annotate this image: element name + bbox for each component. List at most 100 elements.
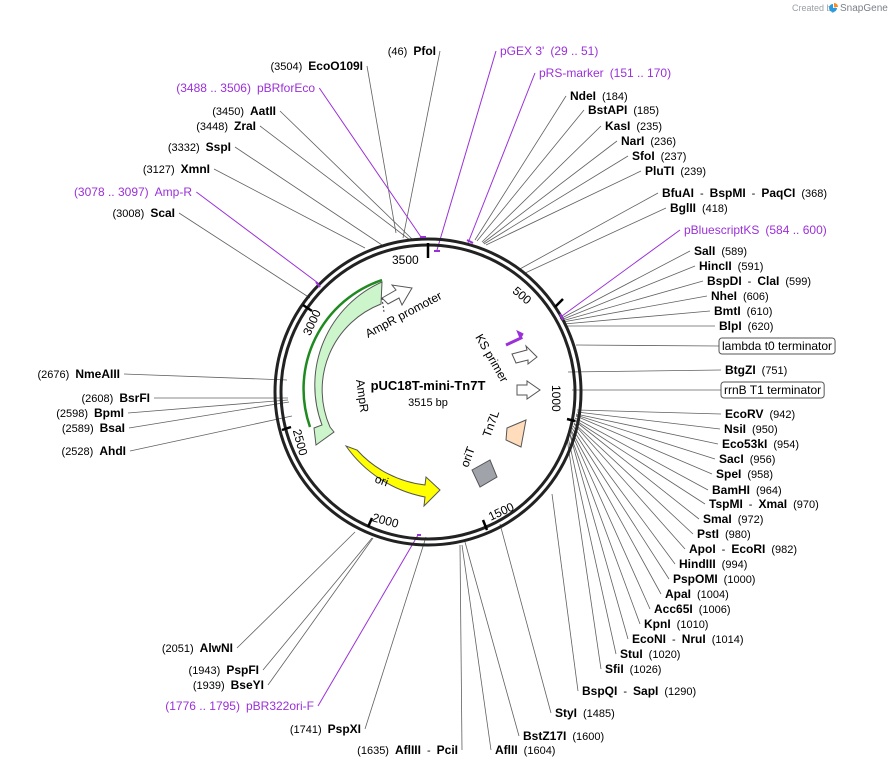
ori-arrow bbox=[344, 444, 441, 508]
leader-line bbox=[560, 265, 696, 321]
site-label: (3450)AatII bbox=[212, 104, 276, 118]
primer-name: pBluescriptKS bbox=[684, 223, 759, 237]
leader-line bbox=[467, 72, 536, 244]
enzyme-name: SacI bbox=[719, 452, 744, 466]
ampr-arrow bbox=[313, 281, 383, 446]
site-label: SalI(589) bbox=[694, 244, 747, 258]
leader-line bbox=[575, 413, 719, 445]
site-position: (2598) bbox=[56, 408, 88, 420]
leader-line bbox=[317, 534, 419, 707]
site-label: (3488 .. 3506)pBRforEco bbox=[176, 81, 315, 95]
site-label: BstZ17I(1600) bbox=[523, 729, 604, 743]
enzyme-name: KpnI bbox=[644, 617, 671, 631]
site-label: EcoNI-NruI(1014) bbox=[632, 632, 743, 646]
site-position: (982) bbox=[771, 544, 797, 556]
leader-line bbox=[575, 415, 713, 475]
site-label: NarI(236) bbox=[621, 134, 676, 148]
site-label: rrnB T1 terminator bbox=[724, 383, 821, 397]
site-position: (958) bbox=[747, 469, 773, 481]
site-label: SpeI (958) bbox=[716, 467, 773, 481]
site-position: (970) bbox=[793, 499, 819, 511]
enzyme-name: EcoO109I bbox=[308, 59, 363, 73]
site-position: (589) bbox=[721, 246, 747, 258]
leader-line bbox=[522, 207, 667, 275]
leader-line bbox=[318, 87, 422, 238]
leader-line bbox=[576, 411, 721, 430]
enzyme-name: ScaI bbox=[150, 206, 175, 220]
site-position: (2676) bbox=[38, 369, 70, 381]
lambda-t0-arrow bbox=[511, 344, 538, 366]
leader-line bbox=[574, 419, 706, 505]
leader-line bbox=[482, 140, 618, 244]
prs-marker-mark bbox=[466, 239, 474, 244]
site-label: pBluescriptKS(584 .. 600) bbox=[684, 223, 827, 237]
site-label: (3448)ZraI bbox=[196, 119, 256, 133]
enzyme-name: Eco53kI bbox=[722, 437, 767, 451]
enzyme-name: BsaI bbox=[100, 421, 125, 435]
leader-line bbox=[128, 401, 290, 429]
site-position: (236) bbox=[650, 136, 676, 148]
enzyme-name: EcoRV bbox=[725, 407, 763, 421]
site-position: - bbox=[700, 188, 704, 200]
site-position: (2589) bbox=[62, 423, 94, 435]
site-label: (1939)BseYI bbox=[193, 678, 264, 692]
site-label: BspQI-SapI(1290) bbox=[582, 684, 696, 698]
site-label: SfiI(1026) bbox=[605, 662, 661, 676]
leader-line bbox=[259, 125, 411, 241]
site-position: (2051) bbox=[162, 643, 194, 655]
credit-prefix: Created by bbox=[792, 3, 837, 13]
site-position: (1000) bbox=[724, 574, 756, 586]
leader-line bbox=[561, 280, 704, 322]
site-label: ApaI(1004) bbox=[665, 587, 729, 601]
site-label: StyI(1485) bbox=[555, 706, 615, 720]
enzyme-name: EcoNI bbox=[632, 632, 666, 646]
site-position: (942) bbox=[769, 409, 795, 421]
site-label: Acc65I(1006) bbox=[654, 602, 731, 616]
site-label: (2598)BpmI bbox=[56, 406, 124, 420]
site-position: (606) bbox=[743, 291, 769, 303]
site-label: (2528)AhdI bbox=[62, 444, 126, 458]
enzyme-name: NheI bbox=[711, 289, 737, 303]
leader-line bbox=[566, 437, 602, 670]
site-position: (1635) bbox=[357, 745, 389, 757]
enzyme-name: XmnI bbox=[181, 162, 210, 176]
site-label: BtgZI(751) bbox=[725, 363, 787, 377]
site-label: lambda t0 terminator bbox=[722, 339, 832, 353]
site-position: (46) bbox=[388, 46, 408, 58]
site-position: - bbox=[749, 499, 753, 511]
site-position: (1943) bbox=[189, 665, 221, 677]
terminator-box bbox=[720, 381, 825, 399]
enzyme-name: StyI bbox=[555, 706, 577, 720]
enzyme-name: SpeI bbox=[716, 467, 741, 481]
site-label: SacI(956) bbox=[719, 452, 775, 466]
terminator-name: rrnB T1 terminator bbox=[724, 383, 821, 397]
leader-lines bbox=[123, 50, 722, 751]
ori-label: ori bbox=[373, 472, 390, 490]
site-label: (3008)ScaI bbox=[113, 206, 175, 220]
enzyme-name: NdeI bbox=[570, 89, 596, 103]
enzyme-name: ZraI bbox=[234, 119, 256, 133]
tick-marks bbox=[281, 243, 576, 531]
leader-line bbox=[574, 420, 700, 520]
tick-1500 bbox=[481, 519, 489, 531]
leader-line bbox=[567, 436, 617, 655]
leader-line bbox=[572, 425, 676, 565]
site-label: BlpI(620) bbox=[719, 319, 773, 333]
leader-line bbox=[567, 369, 722, 373]
leader-line bbox=[178, 212, 311, 299]
site-label: (3078 .. 3097)Amp-R bbox=[74, 185, 192, 199]
site-position: (1600) bbox=[572, 731, 604, 743]
enzyme-name: BspMI bbox=[710, 186, 746, 200]
enzyme-name: BsrFI bbox=[119, 391, 150, 405]
leader-line bbox=[234, 146, 383, 246]
tick-2000 bbox=[366, 517, 374, 528]
leader-line bbox=[459, 544, 463, 751]
site-label: EcoRV (942) bbox=[725, 407, 795, 421]
leader-line bbox=[262, 537, 373, 671]
enzyme-name: PspXI bbox=[328, 722, 361, 736]
enzyme-name: KasI bbox=[605, 119, 630, 133]
enzyme-name: BglII bbox=[670, 201, 696, 215]
enzyme-name: ApaI bbox=[665, 587, 691, 601]
leader-line bbox=[576, 409, 722, 415]
